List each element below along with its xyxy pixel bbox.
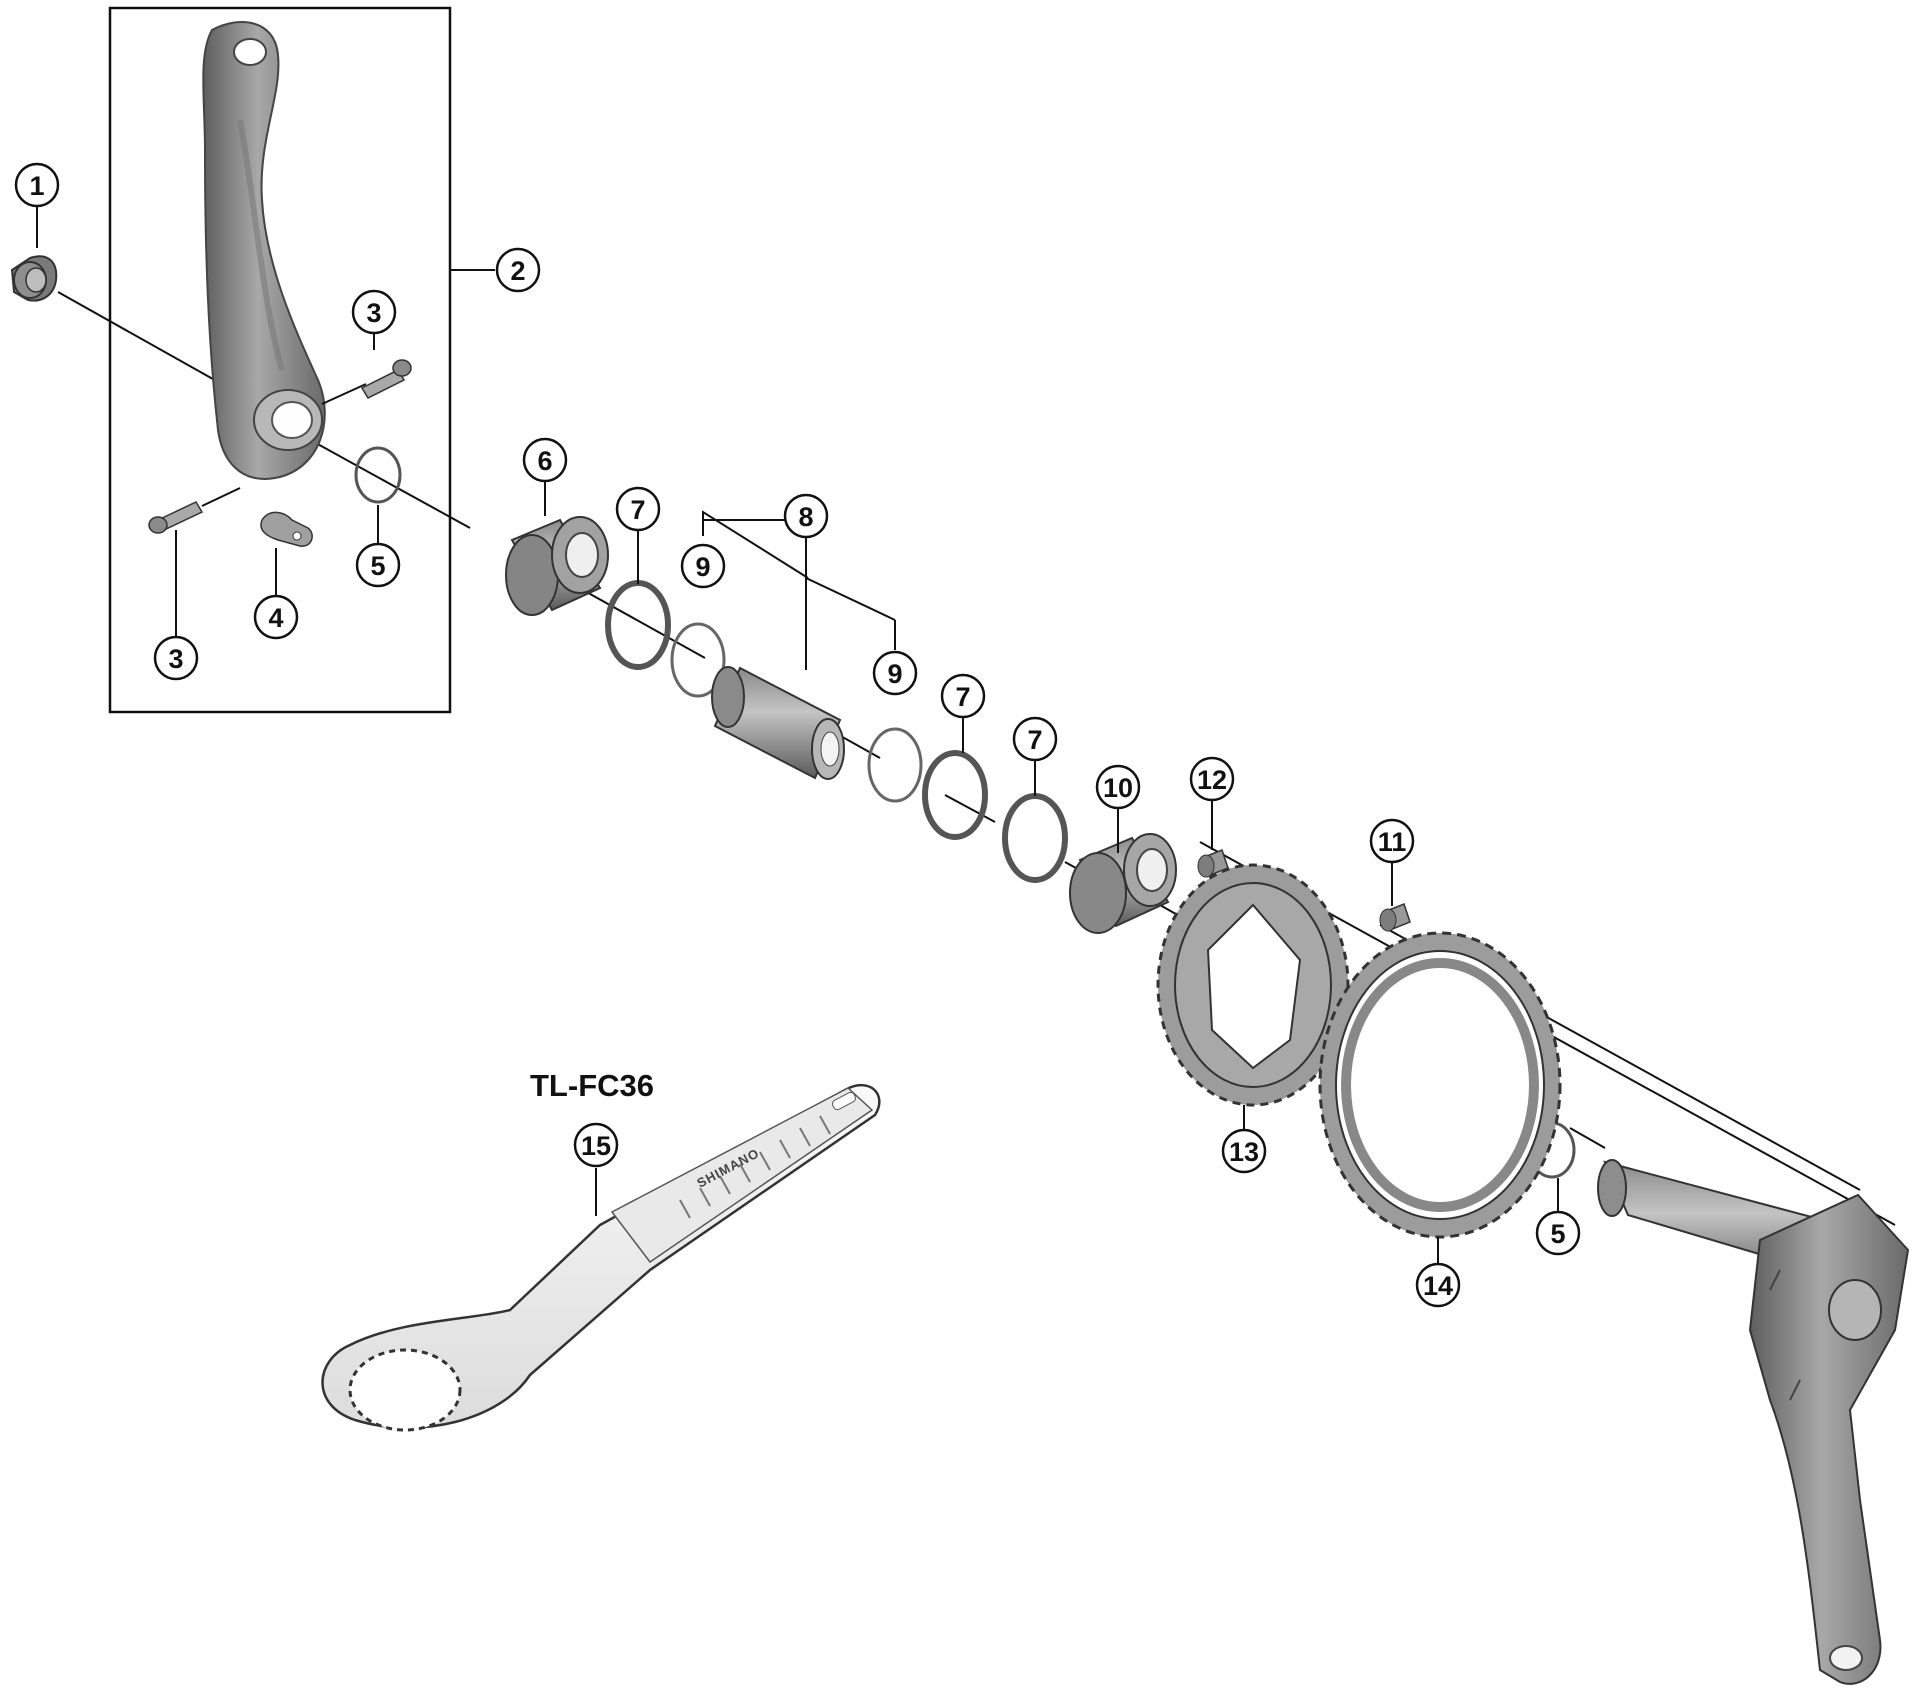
callout-8: 8 [783, 493, 829, 539]
callout-3-upper: 3 [351, 289, 397, 335]
small-chainring [1156, 863, 1350, 1107]
callout-11-label: 11 [1378, 827, 1407, 857]
inner-cover-ring-2 [867, 727, 923, 803]
callout-14: 14 [1415, 1262, 1461, 1308]
callout-15-label: 15 [581, 1131, 611, 1161]
callout-2: 2 [495, 247, 541, 293]
callout-5-right: 5 [1535, 1210, 1581, 1256]
callout-7b-label: 7 [955, 682, 970, 712]
callout-11: 11 [1369, 818, 1415, 864]
callout-12: 12 [1189, 756, 1235, 802]
assembly-axis-lines [57, 291, 1896, 1226]
bb-spacer-3 [1002, 793, 1068, 883]
callout-13: 13 [1221, 1128, 1267, 1174]
bb-right-adapter [1069, 833, 1177, 934]
callout-2-label: 2 [510, 256, 525, 286]
callouts: 1 2 3 3 4 5 6 7 [14, 162, 1581, 1308]
callout-4: 4 [253, 594, 299, 640]
left-crank-arm [202, 21, 326, 480]
callout-3a-label: 3 [366, 298, 381, 328]
callout-3b-label: 3 [168, 644, 183, 674]
callout-5a-label: 5 [370, 551, 385, 581]
chainring-bolt-inner [1197, 849, 1229, 878]
bb-left-adapter [505, 516, 609, 616]
tl-fc36-wrench [321, 1083, 881, 1432]
callout-3-lower: 3 [153, 635, 199, 681]
callout-7-first: 7 [615, 486, 661, 532]
callout-6: 6 [522, 437, 568, 483]
callout-9-second: 9 [872, 650, 918, 696]
crank-arm-fixing-bolt-cap [10, 255, 58, 302]
pinch-bolt-upper [360, 359, 412, 399]
bb-spacer-1 [605, 580, 671, 670]
bb-spacer-2 [922, 750, 988, 840]
callout-7c-label: 7 [1027, 725, 1042, 755]
callout-12-label: 12 [1197, 765, 1227, 795]
callout-10: 10 [1095, 764, 1141, 810]
callout-5-left: 5 [355, 542, 401, 588]
callout-13-label: 13 [1229, 1137, 1259, 1167]
safety-plate [260, 511, 313, 547]
callout-6-label: 6 [537, 446, 552, 476]
callout-1: 1 [14, 162, 60, 208]
right-crank-arm [1597, 1159, 1910, 1685]
inner-cover-ring-1 [670, 622, 726, 698]
callout-7a-label: 7 [630, 495, 645, 525]
callout-9b-label: 9 [887, 659, 902, 689]
bb-inner-tube [711, 666, 845, 780]
callout-8-label: 8 [798, 502, 813, 532]
callout-14-label: 14 [1423, 1271, 1453, 1301]
chainring-bolt-outer [1379, 903, 1411, 932]
callout-leaders [36, 206, 1559, 1264]
callout-9a-label: 9 [695, 552, 710, 582]
callout-9-first: 9 [680, 543, 726, 589]
pinch-bolt-lower [148, 501, 204, 534]
callout-4-label: 4 [268, 603, 283, 633]
callout-7-third: 7 [1012, 716, 1058, 762]
callout-1-label: 1 [29, 171, 44, 201]
tool-label: TL-FC36 [530, 1068, 654, 1103]
o-ring-left [354, 446, 402, 504]
callout-5b-label: 5 [1550, 1219, 1565, 1249]
callout-15: 15 [573, 1122, 619, 1168]
callout-10-label: 10 [1103, 773, 1133, 803]
large-chainring [1318, 931, 1562, 1239]
callout-7-second: 7 [940, 673, 986, 719]
crank-arm-set-box [108, 6, 452, 714]
